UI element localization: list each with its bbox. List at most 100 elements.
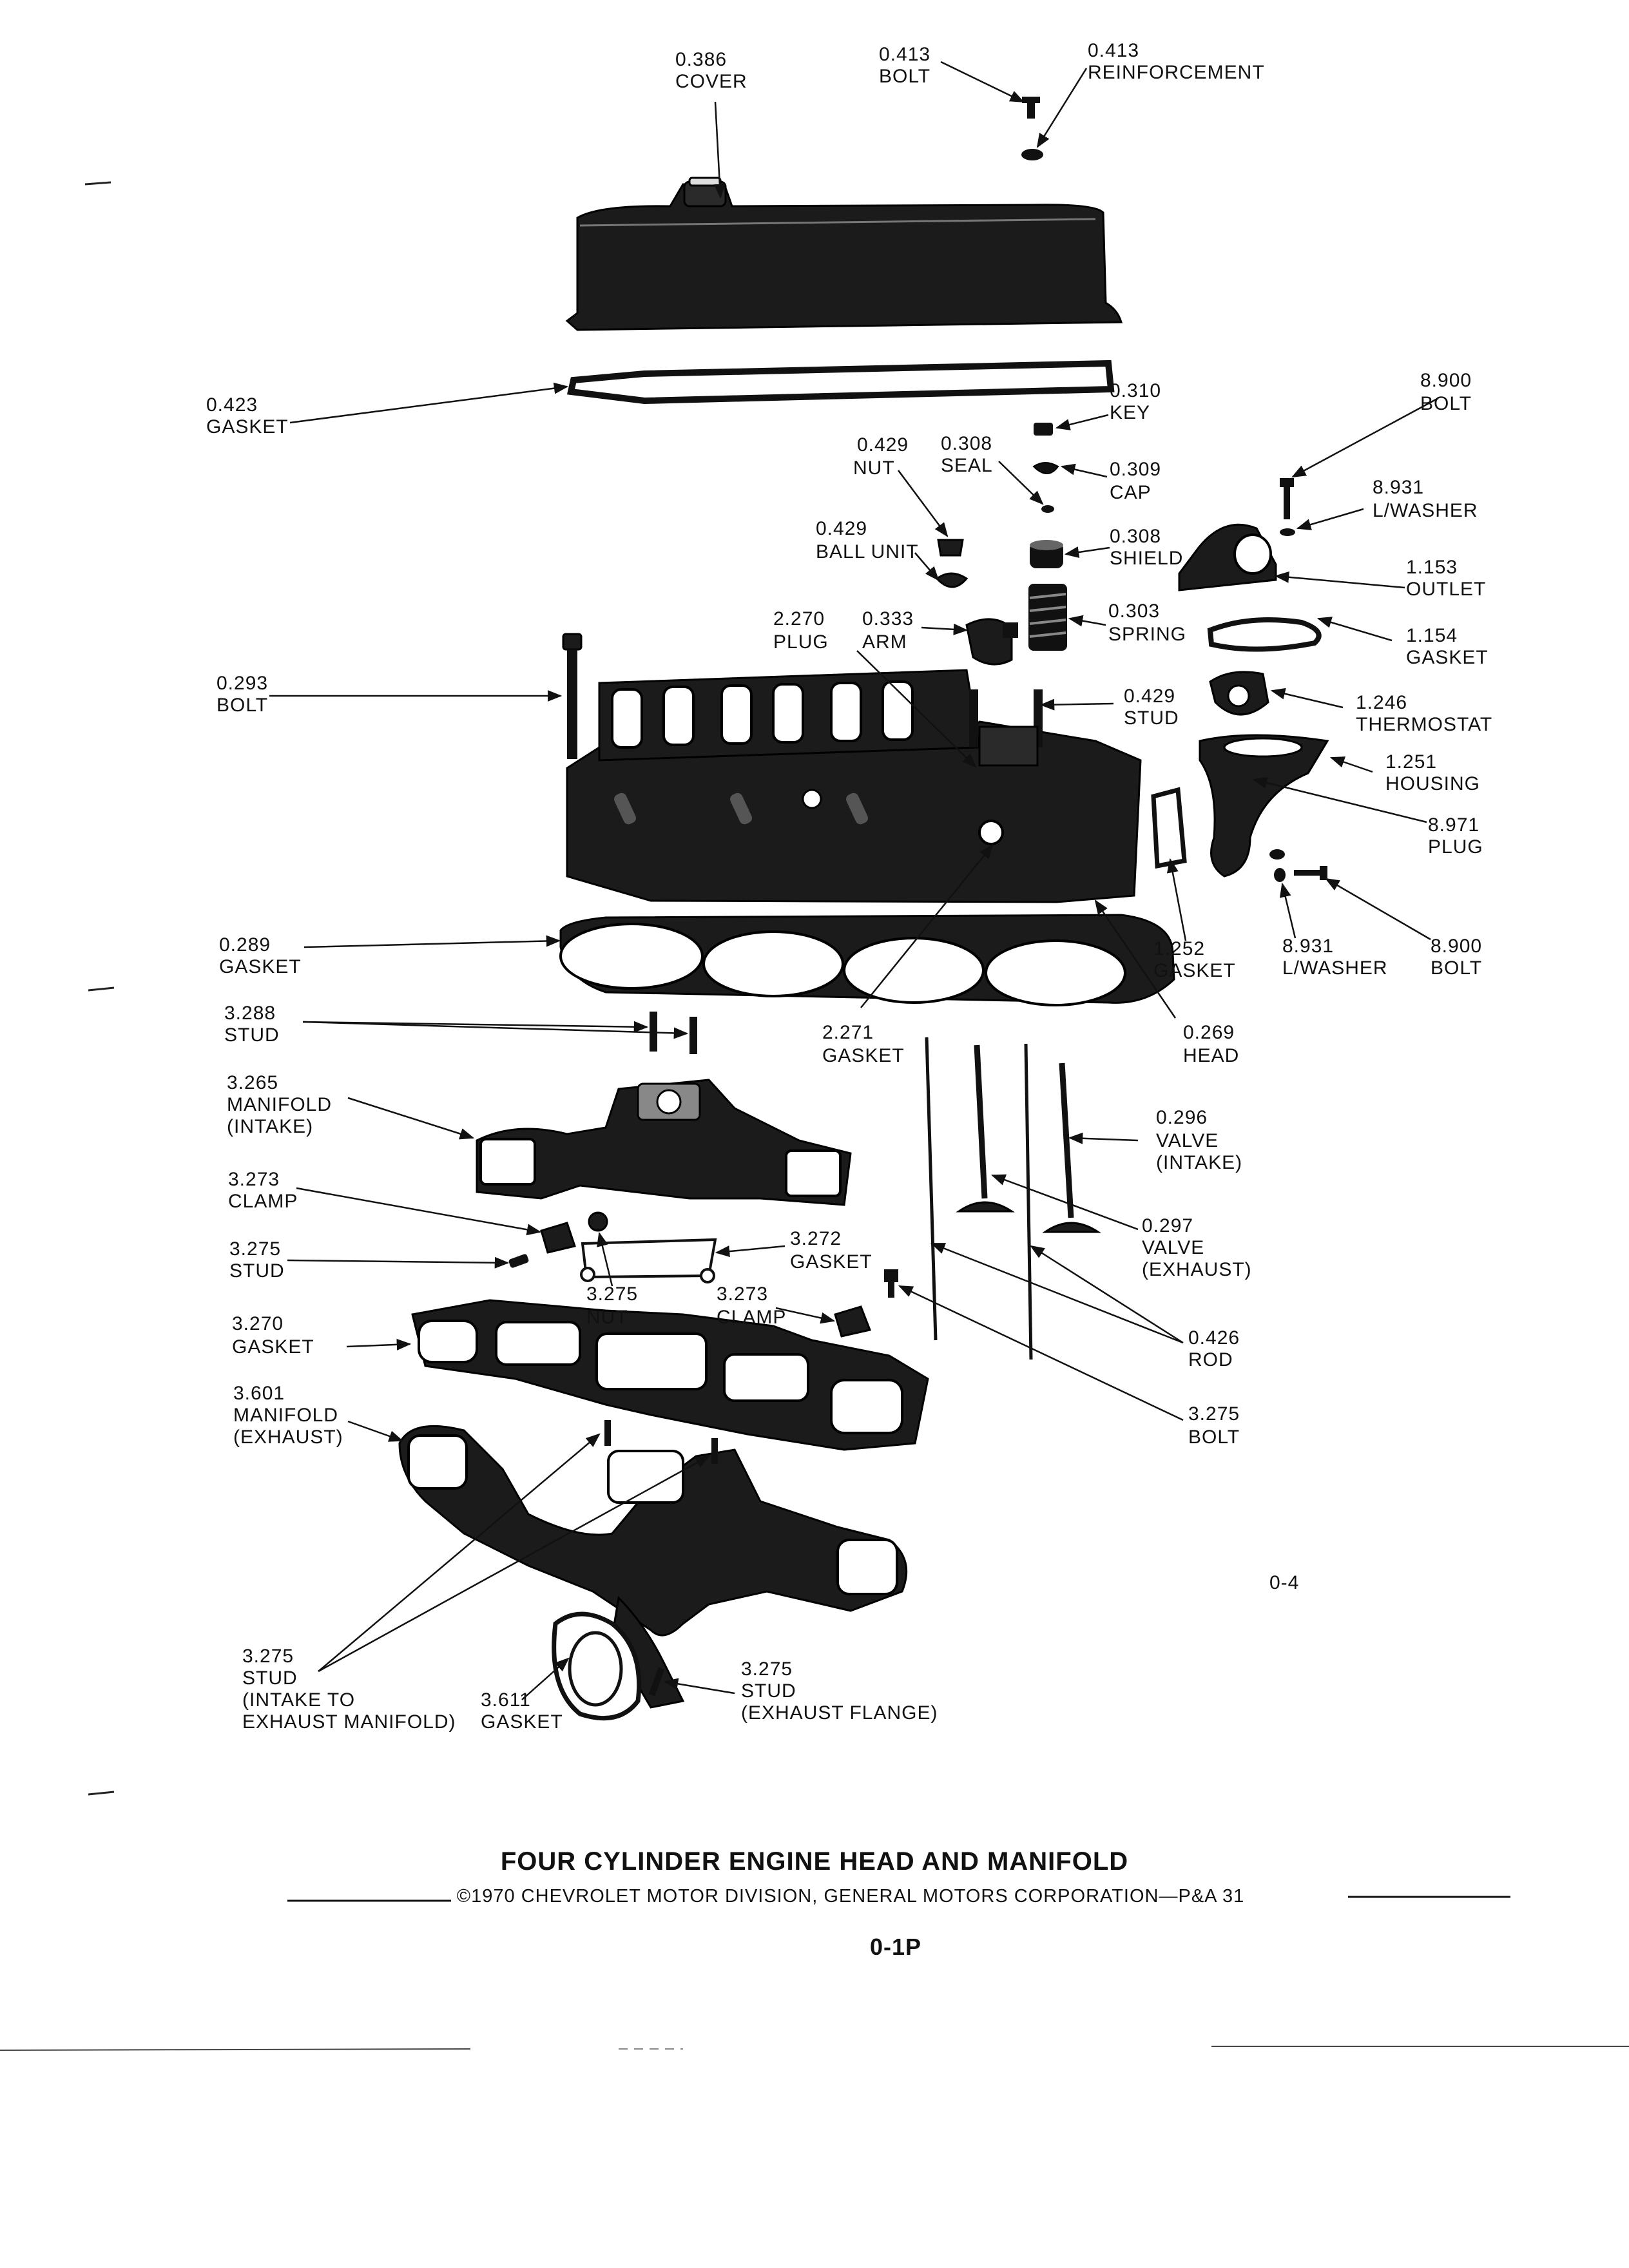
callout-housing: 1.251 HOUSING: [1385, 751, 1480, 794]
bolt-housing-part: [1294, 866, 1327, 880]
part-number: 0.429: [857, 434, 909, 456]
cap-part: [1041, 505, 1054, 513]
shield-part: [1030, 540, 1063, 568]
callout-shield: 0.308 SHIELD: [1110, 526, 1182, 569]
figure-reference: 0-4: [1269, 1572, 1299, 1593]
stud-clamp-part: [508, 1254, 529, 1268]
callout-stud-manifold: 3.288 STUD: [224, 1003, 280, 1046]
part-name: STUD: [229, 1260, 285, 1282]
part-number: 0.303: [1108, 601, 1160, 622]
callout-stud-clamp: 3.275 STUD: [229, 1238, 285, 1282]
thermostat-part: [1209, 671, 1269, 716]
callout-stud-flange: 3.275 STUD (EXHAUST FLANGE): [741, 1658, 938, 1724]
leader-lines: [269, 61, 1439, 1700]
part-name: MANIFOLD: [233, 1405, 338, 1426]
callout-plug-head: 2.270 PLUG: [773, 608, 828, 653]
part-name: BOLT: [1420, 393, 1472, 414]
callout-reinforcement: 0.413 REINFORCEMENT: [1088, 40, 1264, 83]
spring-part: [1028, 584, 1067, 651]
callout-rod: 0.426 ROD: [1188, 1327, 1239, 1370]
gasket-manifold-part: [411, 1299, 929, 1451]
gasket-outlet-part: [1207, 617, 1322, 652]
part-number: 3.275: [1188, 1403, 1240, 1425]
part-number: 0.308: [1110, 526, 1161, 547]
part-number: 3.601: [233, 1383, 285, 1404]
callout-lwasher-outlet: 8.931 L/WASHER: [1373, 477, 1478, 521]
callout-bolt-manifold: 3.275 BOLT: [1188, 1403, 1240, 1448]
callout-bolt-outlet: 8.900 BOLT: [1420, 370, 1472, 414]
part-name: HOUSING: [1385, 773, 1480, 794]
seal-part: [1032, 462, 1059, 474]
part-number: 8.900: [1420, 370, 1472, 391]
part-name: CLAMP: [717, 1307, 786, 1328]
part-number: 8.931: [1373, 477, 1424, 498]
lwasher-outlet-part: [1280, 528, 1295, 536]
part-name: GASKET: [1153, 960, 1236, 981]
callout-gasket-cover: 0.423 GASKET: [206, 394, 288, 437]
part-number: 8.900: [1431, 936, 1482, 957]
part-name: KEY: [1110, 402, 1150, 423]
gasket-cover-part: [566, 360, 1115, 405]
ball-unit-part: [935, 572, 969, 588]
part-number: 0.386: [675, 49, 727, 70]
callout-gasket-flange: 3.611 GASKET: [481, 1689, 563, 1733]
part-name: THERMOSTAT: [1356, 714, 1492, 735]
part-number: 3.611: [481, 1689, 531, 1711]
part-number: 1.153: [1406, 557, 1458, 578]
cover-part: [565, 177, 1123, 331]
callout-gasket-outlet: 1.154 GASKET: [1406, 625, 1489, 668]
rod-part: [925, 1037, 1033, 1360]
part-name: L/WASHER: [1373, 500, 1478, 521]
part-name: BOLT: [1188, 1427, 1240, 1448]
part-number: 3.265: [227, 1072, 278, 1093]
callout-manifold-intake: 3.265 MANIFOLD (INTAKE): [227, 1072, 331, 1137]
part-number: 1.251: [1385, 751, 1437, 773]
part-name: VALVE: [1156, 1130, 1219, 1151]
callout-gasket-plug: 2.271 GASKET: [822, 1022, 904, 1066]
part-name: STUD: [224, 1024, 280, 1046]
outlet-part: [1178, 523, 1277, 591]
part-number: 0.297: [1142, 1215, 1193, 1236]
part-number: 0.333: [862, 608, 914, 629]
callout-arm: 0.333 ARM: [862, 608, 914, 653]
part-name: COVER: [675, 71, 747, 92]
part-name: SEAL: [941, 455, 993, 476]
part-name: HEAD: [1183, 1045, 1239, 1066]
part-number: 0.296: [1156, 1107, 1208, 1128]
gasket-heat-part: [580, 1238, 717, 1283]
callout-ball-unit: 0.429 BALL UNIT: [816, 518, 918, 562]
part-name: STUD: [242, 1667, 298, 1689]
part-name: L/WASHER: [1282, 957, 1388, 979]
part-number: 0.429: [1124, 686, 1175, 707]
part-note: (INTAKE TO: [242, 1689, 355, 1711]
part-note: (INTAKE): [227, 1116, 313, 1137]
callout-outlet: 1.153 OUTLET: [1406, 557, 1485, 600]
callout-thermostat: 1.246 THERMOSTAT: [1356, 692, 1492, 735]
arm-part: [965, 618, 1018, 666]
part-number: 3.288: [224, 1003, 276, 1024]
part-name: GASKET: [1406, 647, 1489, 668]
clamp-2-part: [834, 1305, 872, 1338]
gasket-flange-part: [552, 1611, 642, 1721]
callout-gasket-heat: 3.272 GASKET: [790, 1228, 872, 1273]
callout-nut-rocker: 0.429 NUT: [853, 434, 909, 479]
part-number: 3.275: [741, 1658, 793, 1680]
part-number: 0.289: [219, 934, 271, 956]
part-name: SPRING: [1108, 624, 1186, 645]
valve-intake-part: [956, 1044, 1015, 1213]
margin-marks: [0, 181, 1629, 2051]
callout-stud-rocker: 0.429 STUD: [1124, 686, 1179, 729]
callout-lwasher-housing: 8.931 L/WASHER: [1282, 936, 1388, 979]
part-number: 2.270: [773, 608, 825, 629]
part-number: 3.275: [242, 1646, 294, 1667]
part-note: (EXHAUST): [1142, 1259, 1252, 1280]
bolt-top-part: [1022, 97, 1040, 119]
reinforcement-part: [1021, 149, 1043, 160]
part-number: 0.413: [879, 44, 930, 65]
callout-key: 0.310 KEY: [1110, 380, 1161, 423]
part-number: 8.971: [1428, 814, 1480, 836]
lwasher-housing-part: [1274, 868, 1286, 882]
part-number: 8.931: [1282, 936, 1334, 957]
part-number: 3.273: [717, 1283, 768, 1305]
